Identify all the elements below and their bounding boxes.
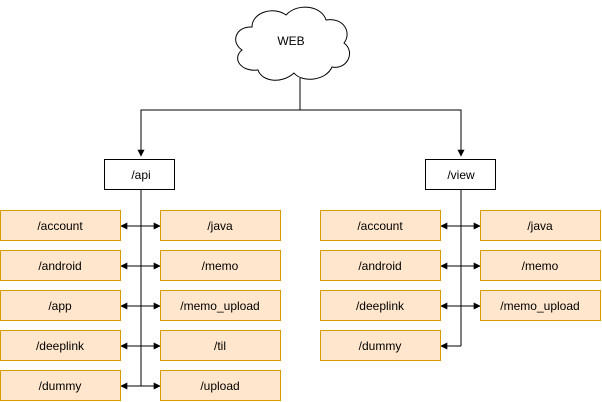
api-child-java xyxy=(160,210,281,241)
view-child-account xyxy=(320,210,441,241)
api-child-android xyxy=(0,250,121,281)
view-child-android-label: /android xyxy=(358,259,401,273)
view-node xyxy=(425,159,496,190)
view-child-memo xyxy=(480,250,601,281)
view-child-dummy xyxy=(320,330,441,361)
api-child-memo-upload xyxy=(160,290,281,321)
api-child-upload xyxy=(160,370,281,401)
root-to-api-edge xyxy=(137,109,300,157)
web-cloud-node: WEB xyxy=(235,6,350,81)
api-child-memo-upload-label: /memo_upload xyxy=(180,299,259,313)
view-child-memo-upload xyxy=(480,290,601,321)
root-to-view-edge xyxy=(300,109,465,157)
api-child-android-label: /android xyxy=(38,259,81,273)
view-child-memo-label: /memo xyxy=(522,259,559,273)
view-child-deeplink-label: /deeplink xyxy=(356,299,405,313)
api-child-java-label: /java xyxy=(207,219,233,233)
api-child-deeplink-label: /deeplink xyxy=(36,339,85,353)
api-child-dummy-label: /dummy xyxy=(39,379,82,393)
api-child-app-label: /app xyxy=(48,299,72,313)
cloud-shape xyxy=(235,6,350,81)
api-child-memo xyxy=(160,250,281,281)
api-child-account-label: /account xyxy=(37,219,83,233)
root-label: WEB xyxy=(277,34,304,48)
api-child-memo-label: /memo xyxy=(202,259,239,273)
api-child-dummy xyxy=(0,370,121,401)
api-child-app xyxy=(0,290,121,321)
api-node xyxy=(104,159,175,190)
view-child-account-label: /account xyxy=(357,219,403,233)
api-group: /api /account /android /app /deeplink /d… xyxy=(0,159,281,401)
api-child-deeplink xyxy=(0,330,121,361)
view-group: /view /account /android /deeplink /dummy… xyxy=(320,159,601,361)
view-child-deeplink xyxy=(320,290,441,321)
view-child-android xyxy=(320,250,441,281)
api-child-account xyxy=(0,210,121,241)
api-label: /api xyxy=(131,168,150,182)
view-child-memo-upload-label: /memo_upload xyxy=(500,299,579,313)
view-child-dummy-label: /dummy xyxy=(359,339,402,353)
root-connectors xyxy=(137,78,465,157)
view-child-java-label: /java xyxy=(527,219,553,233)
view-label: /view xyxy=(447,168,475,182)
api-child-upload-label: /upload xyxy=(200,379,239,393)
view-child-java xyxy=(480,210,601,241)
api-child-til-label: /til xyxy=(214,339,226,353)
api-child-til xyxy=(160,330,281,361)
